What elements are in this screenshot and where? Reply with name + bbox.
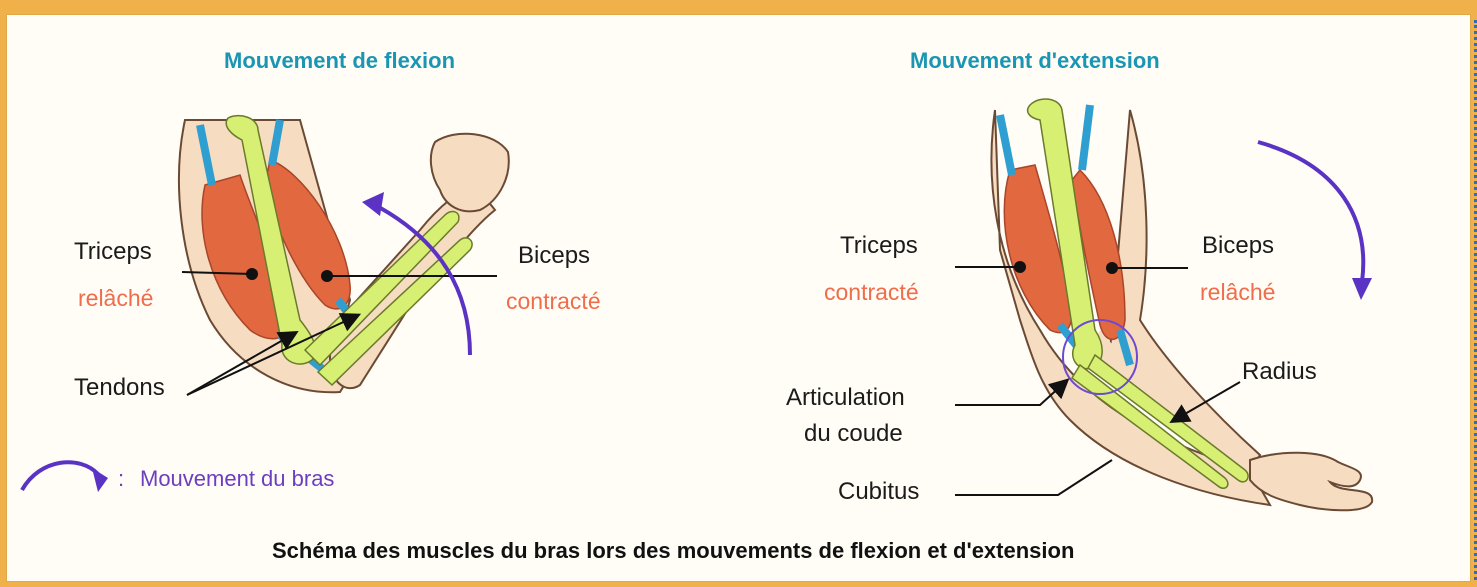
flexion-title: Mouvement de flexion: [224, 48, 455, 74]
legend-separator: :: [118, 466, 124, 492]
figure-caption: Schéma des muscles du bras lors des mouv…: [272, 538, 1074, 564]
flexion-biceps-state: contracté: [506, 288, 601, 315]
extension-title: Mouvement d'extension: [910, 48, 1160, 74]
flexion-triceps-label: Triceps: [74, 238, 152, 266]
extension-movement-arrow-icon: [1258, 142, 1363, 282]
legend-arrow-icon: [22, 462, 98, 490]
extension-triceps-state: contracté: [824, 279, 919, 306]
extension-biceps-label: Biceps: [1202, 232, 1274, 260]
legend-text: Mouvement du bras: [140, 466, 334, 492]
radius-label: Radius: [1242, 358, 1317, 386]
flexion-biceps-label: Biceps: [518, 242, 590, 270]
articulation-label-line2: du coude: [804, 420, 903, 448]
extension-triceps-label: Triceps: [840, 232, 918, 260]
articulation-label-line1: Articulation: [786, 384, 905, 412]
cubitus-label: Cubitus: [838, 478, 919, 506]
fist-icon: [431, 134, 509, 212]
flexion-triceps-state: relâché: [78, 285, 153, 312]
extension-biceps-state: relâché: [1200, 279, 1275, 306]
flexion-arm-illustration: [179, 116, 509, 393]
extension-arm-illustration: [991, 99, 1372, 510]
tendons-label: Tendons: [74, 374, 165, 402]
